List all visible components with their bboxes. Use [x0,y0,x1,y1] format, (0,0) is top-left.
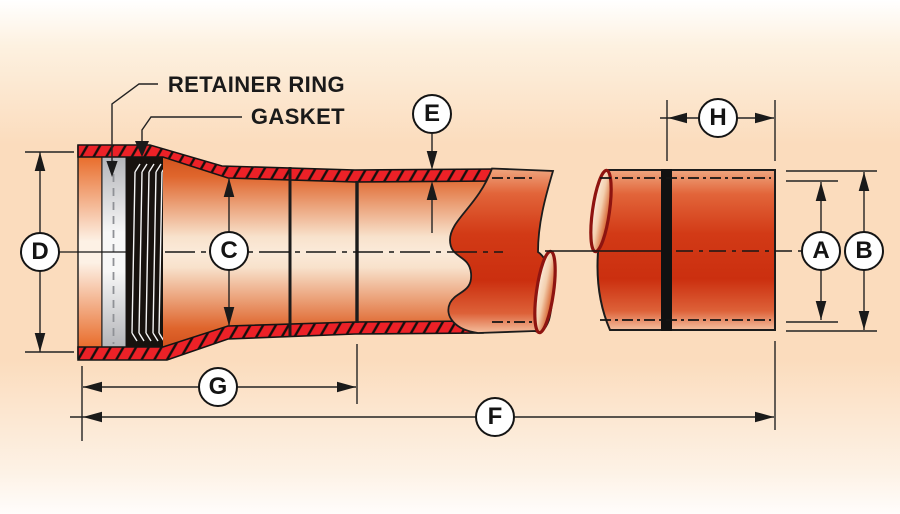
dim-circle-e: E [412,94,452,134]
insertion-depth-stripe [661,169,672,331]
dim-circle-f: F [475,397,515,437]
dim-circle-g: G [198,367,238,407]
spigot-pipe-body [593,169,776,331]
retainer-ring-arrow [106,161,118,177]
dim-circle-b: B [844,231,884,271]
retainer-ring-label: RETAINER RING [167,72,345,97]
gasket-pleats [131,163,163,342]
pipe-exterior-broken-end [447,167,555,334]
pipe-break-and-spigot [447,167,776,335]
dim-circle-h: H [698,98,738,138]
dimension-arrowheads [34,112,870,423]
dim-circle-a: A [801,231,841,271]
gasket-arrow [135,141,149,157]
dim-circle-d: D [20,232,60,272]
gasket-label: GASKET [250,104,345,129]
dim-circle-c: C [209,231,249,271]
gasket-section [126,156,163,348]
